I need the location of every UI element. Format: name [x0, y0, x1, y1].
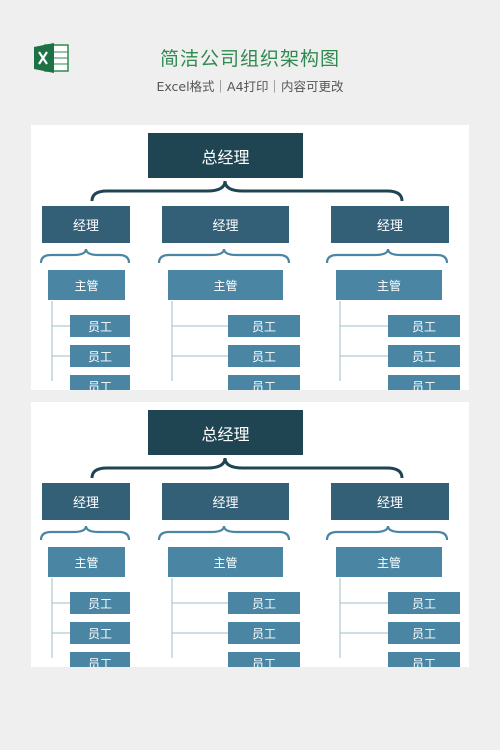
supervisor-box: 主管 [48, 547, 125, 577]
connector-lines [39, 180, 449, 381]
employee-box: 员工 [388, 622, 460, 644]
employee-box: 员工 [388, 592, 460, 614]
page-title: 简洁公司组织架构图 [159, 48, 340, 70]
employee-box: 员工 [388, 375, 460, 390]
manager-box: 经理 [42, 483, 130, 520]
employee-box: 员工 [70, 315, 130, 337]
manager-box: 经理 [162, 206, 289, 243]
org-chart-panel-1: 总经理 经理 经理 经理 主管 主管 主管 员工 员工 员工 员工 员工 员工 … [31, 125, 469, 390]
supervisor-box: 主管 [48, 270, 125, 300]
manager-box: 经理 [331, 206, 449, 243]
supervisor-box: 主管 [168, 547, 283, 577]
ceo-box: 总经理 [148, 133, 303, 178]
employee-box: 员工 [70, 652, 130, 667]
header: 简洁公司组织架构图 Excel格式｜A4打印｜内容可更改 [0, 0, 500, 110]
employee-box: 员工 [228, 652, 300, 667]
employee-box: 员工 [228, 622, 300, 644]
employee-box: 员工 [388, 652, 460, 667]
employee-box: 员工 [388, 345, 460, 367]
excel-icon [34, 43, 69, 73]
employee-box: 员工 [70, 345, 130, 367]
employee-box: 员工 [70, 622, 130, 644]
manager-box: 经理 [162, 483, 289, 520]
supervisor-box: 主管 [336, 547, 442, 577]
employee-box: 员工 [388, 315, 460, 337]
supervisor-box: 主管 [168, 270, 283, 300]
page-subtitle: Excel格式｜A4打印｜内容可更改 [156, 79, 344, 94]
employee-box: 员工 [228, 315, 300, 337]
employee-box: 员工 [70, 375, 130, 390]
manager-box: 经理 [42, 206, 130, 243]
employee-box: 员工 [228, 375, 300, 390]
employee-box: 员工 [70, 592, 130, 614]
org-chart-panel-2: 总经理 经理 经理 经理 主管 主管 主管 员工 员工 员工 员工 员工 员工 … [31, 402, 469, 667]
ceo-box: 总经理 [148, 410, 303, 455]
employee-box: 员工 [228, 592, 300, 614]
manager-box: 经理 [331, 483, 449, 520]
supervisor-box: 主管 [336, 270, 442, 300]
connector-lines [39, 457, 449, 658]
employee-box: 员工 [228, 345, 300, 367]
